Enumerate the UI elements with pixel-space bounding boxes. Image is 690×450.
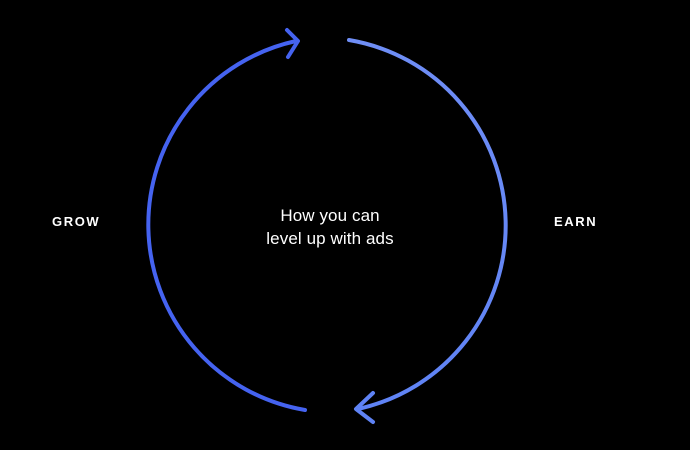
center-caption-line-1: How you can: [280, 206, 380, 225]
grow-arrowhead-icon: [285, 28, 300, 59]
grow-label: GROW: [52, 214, 101, 229]
grow-arc: [146, 39, 307, 412]
earn-arrowhead-icon: [354, 391, 375, 424]
earn-label: EARN: [554, 214, 598, 229]
earn-arc: [347, 38, 508, 411]
center-caption: How you can level up with ads: [195, 204, 465, 250]
center-caption-line-2: level up with ads: [266, 229, 394, 248]
